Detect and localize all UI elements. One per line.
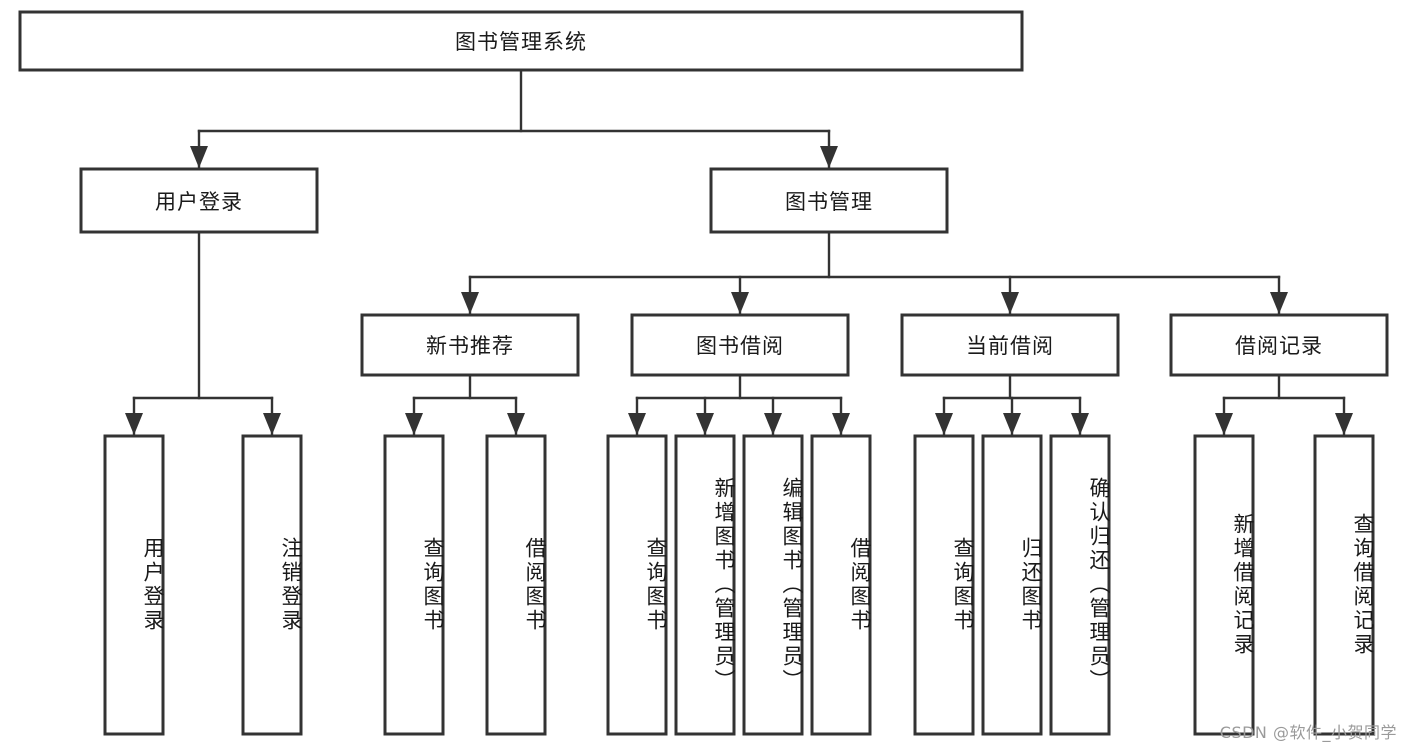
arrow-head-icon xyxy=(820,146,838,168)
node-leaf-query-book-3[interactable] xyxy=(915,436,973,734)
node-book-manage[interactable] xyxy=(711,169,947,232)
node-box-leaf-edit-book[interactable] xyxy=(742,434,804,736)
watermark-text: CSDN @软件_小贺同学 xyxy=(1219,723,1397,742)
node-box-current-borrow[interactable] xyxy=(900,313,1120,377)
box-layer xyxy=(18,10,1389,736)
node-box-user-login[interactable] xyxy=(79,167,319,234)
arrow-head-icon xyxy=(1335,413,1353,435)
node-leaf-confirm-return[interactable] xyxy=(1051,436,1109,734)
node-box-leaf-confirm-return[interactable] xyxy=(1049,434,1111,736)
node-user-login[interactable] xyxy=(81,169,317,232)
node-leaf-borrow-book-1[interactable] xyxy=(487,436,545,734)
node-box-leaf-borrow-book-2[interactable] xyxy=(810,434,872,736)
arrow-head-icon xyxy=(461,292,479,314)
arrow-head-icon xyxy=(1001,292,1019,314)
arrow-head-icon xyxy=(832,413,850,435)
node-box-leaf-return-book[interactable] xyxy=(981,434,1043,736)
arrow-head-icon xyxy=(696,413,714,435)
node-box-book-borrow[interactable] xyxy=(630,313,850,377)
arrow-head-icon xyxy=(1270,292,1288,314)
arrow-head-icon xyxy=(190,146,208,168)
node-box-leaf-query-book-1[interactable] xyxy=(383,434,445,736)
node-current-borrow[interactable] xyxy=(902,315,1118,375)
node-book-borrow[interactable] xyxy=(632,315,848,375)
node-box-borrow-records[interactable] xyxy=(1169,313,1389,377)
node-leaf-edit-book[interactable] xyxy=(744,436,802,734)
node-box-leaf-borrow-book-1[interactable] xyxy=(485,434,547,736)
arrow-head-icon xyxy=(731,292,749,314)
arrow-head-icon xyxy=(507,413,525,435)
node-leaf-add-record[interactable] xyxy=(1195,436,1253,734)
arrow-head-icon xyxy=(125,413,143,435)
node-leaf-query-book-1[interactable] xyxy=(385,436,443,734)
node-box-leaf-add-book[interactable] xyxy=(674,434,736,736)
node-new-book-rec[interactable] xyxy=(362,315,578,375)
node-box-new-book-rec[interactable] xyxy=(360,313,580,377)
node-box-leaf-logout[interactable] xyxy=(241,434,303,736)
node-box-leaf-query-record[interactable] xyxy=(1313,434,1375,736)
arrow-head-icon xyxy=(405,413,423,435)
arrow-head-icon xyxy=(1215,413,1233,435)
node-leaf-query-book-2[interactable] xyxy=(608,436,666,734)
connector-layer xyxy=(125,68,1353,437)
node-leaf-logout[interactable] xyxy=(243,436,301,734)
node-box-leaf-query-book-2[interactable] xyxy=(606,434,668,736)
node-leaf-query-record[interactable] xyxy=(1315,436,1373,734)
node-leaf-return-book[interactable] xyxy=(983,436,1041,734)
node-leaf-user-login[interactable] xyxy=(105,436,163,734)
node-box-leaf-user-login[interactable] xyxy=(103,434,165,736)
node-box-leaf-add-record[interactable] xyxy=(1193,434,1255,736)
arrow-head-icon xyxy=(935,413,953,435)
node-box-book-manage[interactable] xyxy=(709,167,949,234)
node-leaf-borrow-book-2[interactable] xyxy=(812,436,870,734)
node-leaf-add-book[interactable] xyxy=(676,436,734,734)
arrow-head-icon xyxy=(1003,413,1021,435)
arrow-head-icon xyxy=(1071,413,1089,435)
node-borrow-records[interactable] xyxy=(1171,315,1387,375)
node-box-leaf-query-book-3[interactable] xyxy=(913,434,975,736)
node-box-root[interactable] xyxy=(18,10,1024,72)
arrow-head-icon xyxy=(263,413,281,435)
arrow-head-icon xyxy=(764,413,782,435)
node-root[interactable] xyxy=(20,12,1022,70)
arrow-head-icon xyxy=(628,413,646,435)
